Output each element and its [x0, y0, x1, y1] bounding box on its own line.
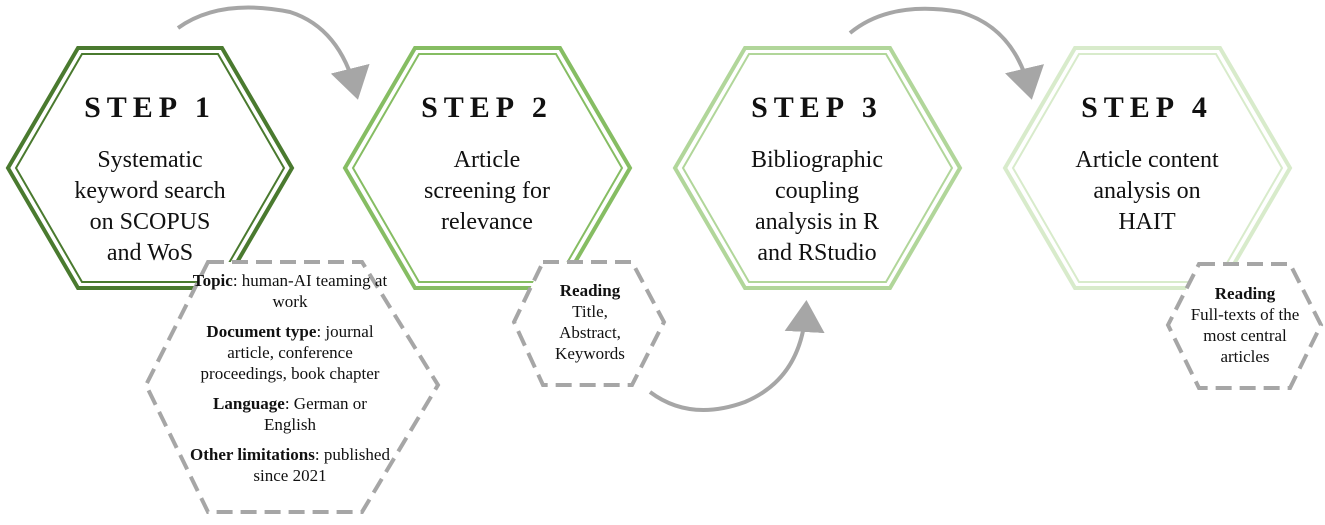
step-2-desc-line: Article: [453, 147, 521, 173]
step-4-desc-line: HAIT: [1118, 209, 1176, 235]
step-3-desc-line: Bibliographic: [751, 147, 883, 173]
arrow-step1-to-step2: [176, 5, 370, 100]
step-1-desc-line: Systematic: [97, 147, 203, 173]
step-2-desc-line: screening for: [424, 178, 550, 204]
step-4-description: Article content analysis on HAIT: [1047, 145, 1247, 238]
step-1-desc-line: and WoS: [106, 240, 194, 266]
detail-text: : human-AI teaming at work: [232, 271, 388, 311]
step-4-details: Reading Full-texts of the most central a…: [1165, 283, 1325, 367]
step-1-detail-hexagon: [143, 260, 441, 514]
detail-line: articles: [1220, 347, 1270, 366]
step-1-desc-line: on SCOPUS: [89, 209, 211, 235]
step-3-desc-line: coupling: [775, 178, 859, 204]
step-2-title: STEP 2: [421, 91, 553, 124]
detail-label: Topic: [192, 271, 233, 290]
step-1-desc-line: keyword search: [74, 178, 226, 204]
step-3-title: STEP 3: [751, 91, 883, 124]
detail-line: Abstract,: [559, 323, 621, 342]
detail-text: : journal article, conference proceeding…: [200, 322, 380, 383]
step-3-desc-line: analysis in R: [755, 209, 879, 235]
step-3-description: Bibliographic coupling analysis in R and…: [717, 145, 917, 269]
step-2-description: Article screening for relevance: [387, 145, 587, 238]
reading-label: Reading: [1214, 284, 1276, 303]
step-2-details: Reading Title, Abstract, Keywords: [530, 280, 650, 364]
detail-text: : published since 2021: [253, 445, 390, 485]
step-1-title: STEP 1: [84, 91, 216, 124]
detail-label: Document type: [206, 322, 317, 341]
detail-language: Language: German or English: [190, 393, 390, 435]
detail-label: Reading: [1165, 283, 1325, 304]
step-3-desc-line: and RStudio: [757, 240, 877, 266]
detail-label: Language: [213, 394, 285, 413]
step-1-description: Systematic keyword search on SCOPUS and …: [50, 145, 250, 269]
detail-document-type: Document type: journal article, conferen…: [190, 321, 390, 384]
detail-line: Keywords: [555, 344, 625, 363]
detail-other-limitations: Other limitations: published since 2021: [190, 444, 390, 486]
detail-line: Title,: [572, 302, 608, 321]
step-4-detail-hexagon: [1165, 262, 1324, 390]
detail-line: Full-texts of the: [1190, 305, 1300, 324]
step-4-desc-line: Article content: [1075, 147, 1219, 173]
step-3-hexagon: [672, 46, 963, 290]
step-2-detail-hexagon: [511, 260, 667, 387]
step-2-desc-line: relevance: [441, 209, 533, 235]
arrow-step3-to-step4: [848, 6, 1044, 100]
step-4-desc-line: analysis on: [1093, 178, 1201, 204]
detail-label: Reading: [530, 280, 650, 301]
detail-line: most central: [1203, 326, 1287, 345]
arrow-step2-to-step3: [648, 300, 825, 412]
step-1-details: Topic: human-AI teaming at work Document…: [190, 270, 390, 495]
step-4-title: STEP 4: [1081, 91, 1213, 124]
detail-text: : German or English: [264, 394, 367, 434]
detail-topic: Topic: human-AI teaming at work: [190, 270, 390, 312]
reading-label: Reading: [559, 281, 621, 300]
detail-label: Other limitations: [190, 445, 315, 464]
